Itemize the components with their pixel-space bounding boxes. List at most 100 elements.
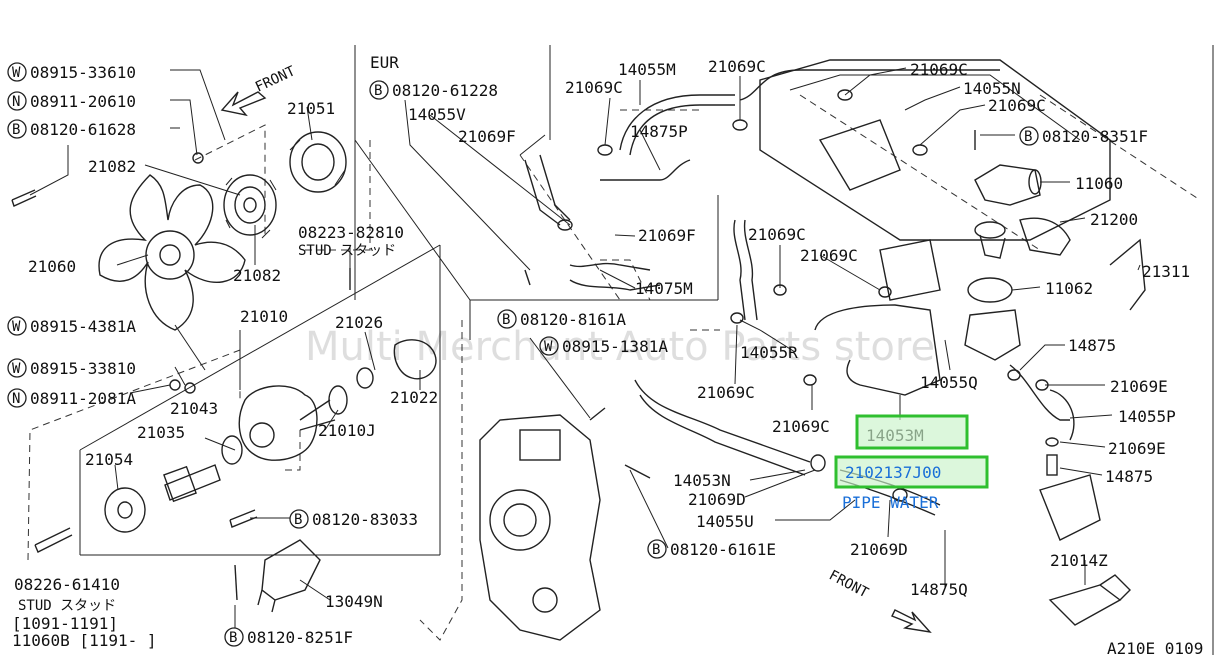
callout-21069c: 21069C <box>697 383 755 402</box>
callout-text: 08120-61628 <box>30 120 136 139</box>
callout-text: 21026 <box>335 313 383 332</box>
callout-prefix: B <box>1024 129 1032 145</box>
callout-text: 14055U <box>696 512 754 531</box>
fan-blade <box>98 174 246 331</box>
callout-21069c: 21069C <box>565 78 623 97</box>
stud-label-lower: STUD スタッド <box>18 598 116 614</box>
dashed-leaders <box>27 94 1201 641</box>
callout-text: 21200 <box>1090 210 1138 229</box>
callout-text: 08915-4381A <box>30 317 136 336</box>
callout-14055q: 14055Q <box>920 373 978 392</box>
callout-prefix: B <box>229 630 237 646</box>
callout-text: 08226-61410 <box>14 575 120 594</box>
callout-text: 08120-83033 <box>312 510 418 529</box>
callout-text: 21060 <box>28 257 76 276</box>
callout-text: 21082 <box>233 266 281 285</box>
callout-prefix: W <box>544 339 553 355</box>
highlight-part-number[interactable]: 2102137J00 <box>845 463 941 482</box>
callout-21035: 21035 <box>137 423 185 442</box>
callout-prefix: N <box>12 94 20 110</box>
callout-21069c: 21069C <box>748 225 806 244</box>
bypass-hoses-right <box>1009 364 1131 626</box>
highlight-description[interactable]: PIPE WATER <box>842 493 939 512</box>
callout-text: 21069C <box>697 383 755 402</box>
callout-text: 21069C <box>748 225 806 244</box>
callout-11062: 11062 <box>1045 279 1093 298</box>
callout-text: 08223-82810 <box>298 223 404 242</box>
callout-14075m: 14075M <box>635 279 693 298</box>
callout-text: 21014Z <box>1050 551 1108 570</box>
front-label-top: FRONT <box>253 63 298 96</box>
fan-coupling <box>223 174 277 239</box>
callout-prefix: W <box>12 361 21 377</box>
callout-21043: 21043 <box>170 399 218 418</box>
callout-21010j: 21010J <box>318 421 376 440</box>
callout-prefix-circle <box>647 539 667 559</box>
highlight-pipe-water[interactable]: 2102137J00 PIPE WATER <box>834 455 989 512</box>
callout-text: 14875 <box>1068 336 1116 355</box>
callout-text: 21069E <box>1110 377 1168 396</box>
front-label-bottom: FRONT <box>826 567 871 601</box>
callout-13049n: 13049N <box>325 592 383 611</box>
callout-prefix: B <box>652 542 660 558</box>
callout-text: 08120-61228 <box>392 81 498 100</box>
callout-21026: 21026 <box>335 313 383 332</box>
callout-text: 21043 <box>170 399 218 418</box>
callout-text: 21082 <box>88 157 136 176</box>
callout-text: 21035 <box>137 423 185 442</box>
callout-21069f: 21069F <box>638 226 696 245</box>
highlight-14053m[interactable] <box>855 414 969 450</box>
callout-text: 21069F <box>638 226 696 245</box>
callout-text: 08915-1381A <box>562 337 668 356</box>
callout--1091-1191-: [1091-1191] <box>12 614 118 633</box>
leader-lines <box>29 67 1141 636</box>
highlight-box-pipe-water[interactable] <box>834 455 989 489</box>
diagram-code: A210E 0109 <box>1107 639 1203 658</box>
callout-prefix: B <box>374 83 382 99</box>
callout-text: 14075M <box>635 279 693 298</box>
callout-14055m: 14055M <box>618 60 676 79</box>
callout-text: 08120-8161A <box>520 310 626 329</box>
callout-21054: 21054 <box>85 450 133 469</box>
callout-14875q: 14875Q <box>910 580 968 599</box>
callout-text: 14875P <box>630 122 688 141</box>
callout-prefix-circle <box>7 358 27 378</box>
callout-text: 14875 <box>1105 467 1153 486</box>
callout-text: 11060 <box>1075 174 1123 193</box>
callout-text: 08120-8351F <box>1042 127 1148 146</box>
callout-21069f: 21069F <box>458 127 516 146</box>
callout-text: 08120-6161E <box>670 540 776 559</box>
callout-08120-83033: B 08120-83033 <box>289 509 418 529</box>
callout-text: 08915-33810 <box>30 359 136 378</box>
callout-21069c: 21069C <box>988 96 1046 115</box>
callout-21069c: 21069C <box>910 60 968 79</box>
callout-14055u: 14055U <box>696 512 754 531</box>
callout-14055n: 14055N <box>963 79 1021 98</box>
callout-11060: 11060 <box>1075 174 1123 193</box>
callout-text: 14875Q <box>910 580 968 599</box>
callout-text: 21311 <box>1142 262 1190 281</box>
highlight-box-14053m[interactable] <box>855 414 969 450</box>
clamps <box>557 89 1049 502</box>
callout-prefix-circle <box>539 336 559 356</box>
callout-prefix-circle <box>7 62 27 82</box>
callout-prefix: B <box>294 512 302 528</box>
callout-text: 14055Q <box>920 373 978 392</box>
callout-text: 21069D <box>688 490 746 509</box>
callout-text: 21069C <box>988 96 1046 115</box>
callout-21014z: 21014Z <box>1050 551 1108 570</box>
callout-21311: 21311 <box>1142 262 1190 281</box>
callout-08226-61410: 08226-61410 <box>14 575 120 594</box>
thermostat-and-outlet <box>964 164 1146 361</box>
callout-text: 21069C <box>565 78 623 97</box>
front-arrow-bottom: FRONT <box>826 567 932 634</box>
thermostat-housing-13049N <box>257 539 321 613</box>
callout-text: [1091-1191] <box>12 614 118 633</box>
callout-text: 21069F <box>458 127 516 146</box>
